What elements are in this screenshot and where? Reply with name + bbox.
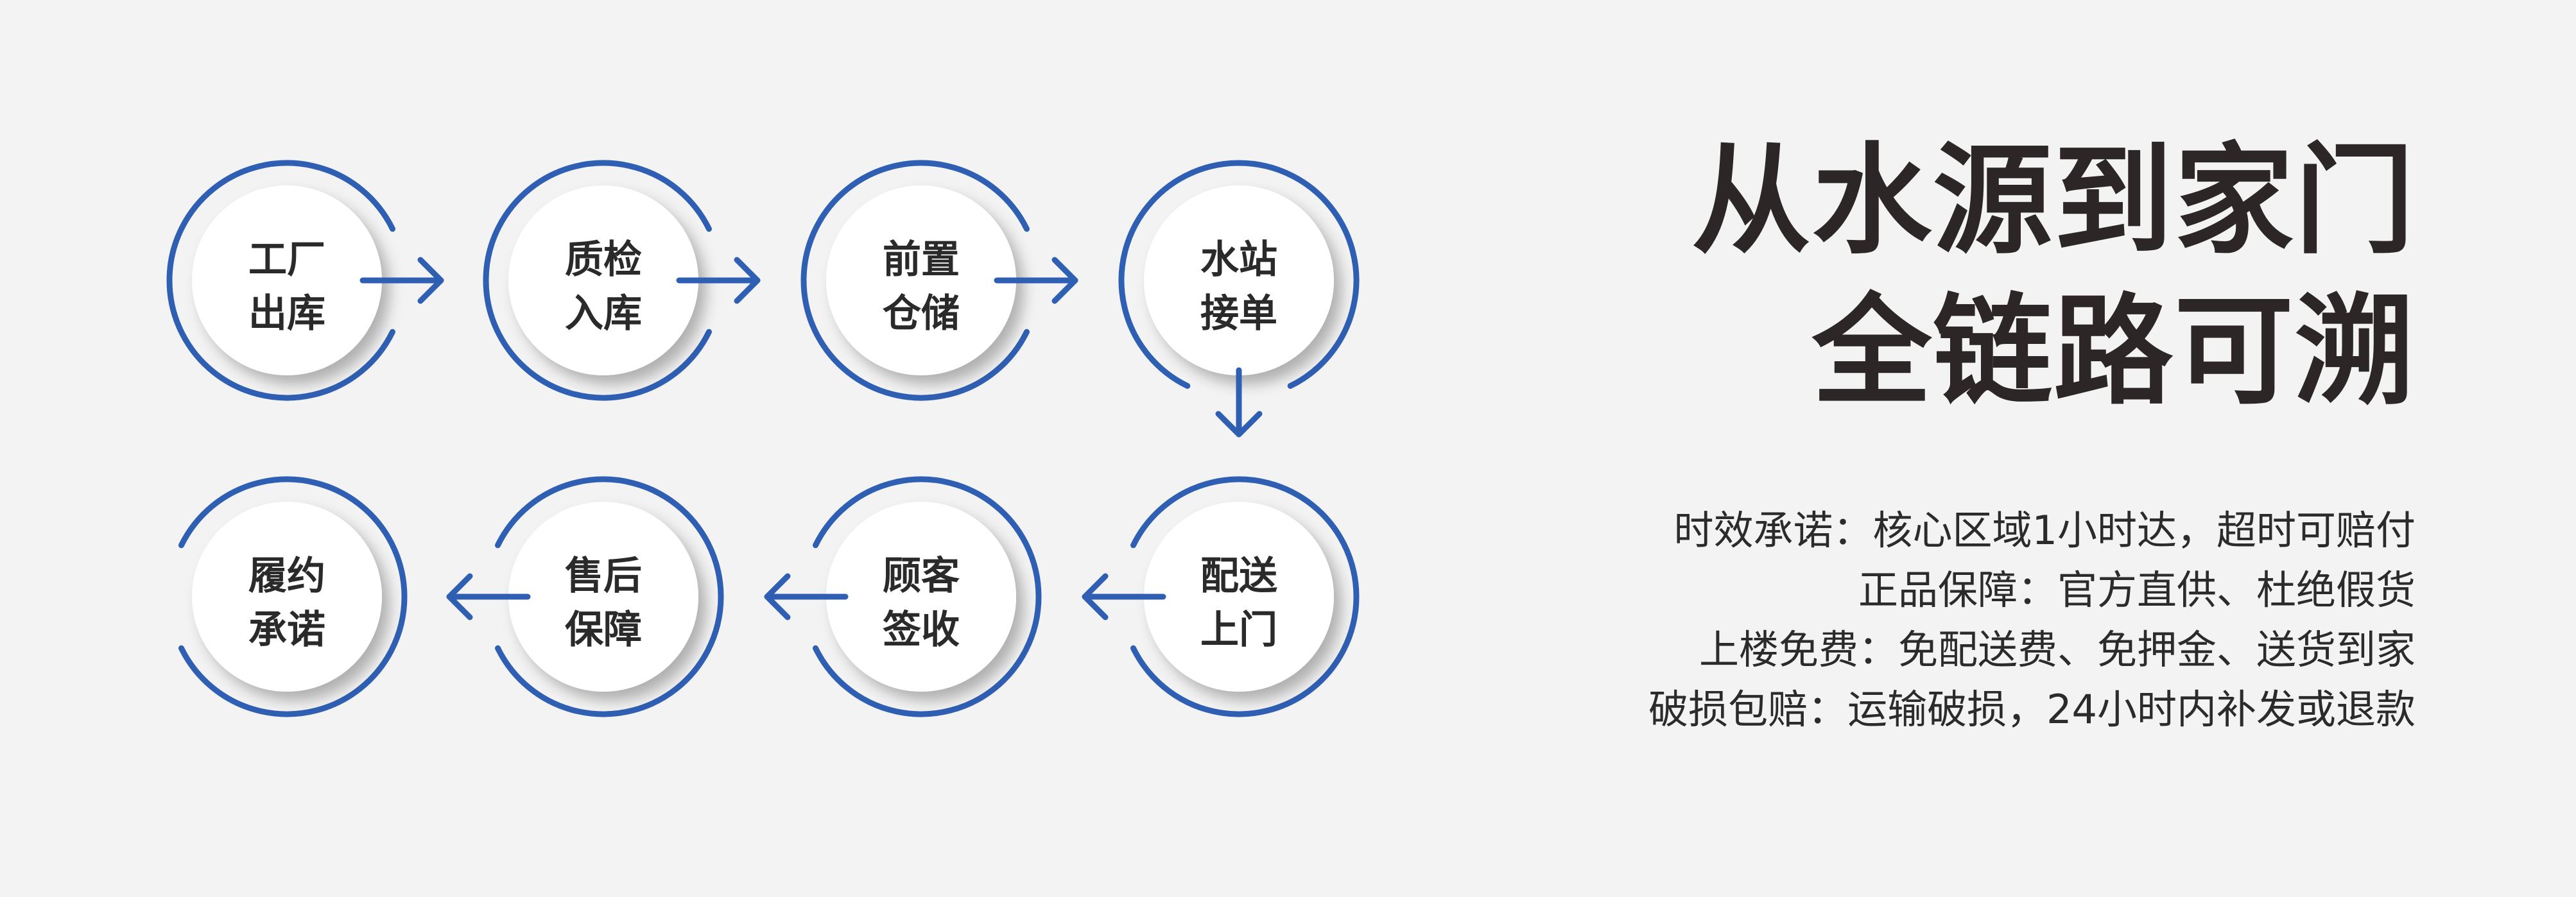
feature-row-authentic: 正品保障：官方直供、杜绝假货 [1648, 560, 2416, 620]
feature-label: 时效承诺： [1673, 507, 1873, 554]
feature-label: 破损包赔： [1648, 686, 1848, 733]
feature-text: 运输破损，24小时内补发或退款 [1847, 686, 2416, 733]
step-circle [1144, 185, 1334, 375]
step-circle [192, 502, 382, 692]
headline: 从水源到家门 全链路可溯 [1691, 125, 2416, 427]
step-label-line-2: 入库 [565, 291, 642, 336]
step-circle [192, 185, 382, 375]
step-circle [508, 185, 698, 375]
flow-arrow-icon [994, 257, 1078, 304]
step-ring [1130, 476, 1360, 717]
step-label-line-2: 接单 [1200, 291, 1277, 336]
feature-text: 核心区域1小时达，超时可赔付 [1872, 507, 2416, 554]
step-label-line-1: 配送 [1200, 554, 1277, 599]
flow-arrow-icon [676, 257, 761, 304]
step-label-line-2: 上门 [1200, 608, 1277, 653]
step-label-line-2: 仓储 [883, 291, 960, 336]
flow-arrow-icon [1082, 573, 1166, 620]
step-circle [508, 502, 698, 692]
feature-text: 官方直供、杜绝假货 [2057, 567, 2416, 613]
feature-label: 上楼免费： [1699, 626, 1898, 673]
step-circle [826, 185, 1016, 375]
headline-line-1: 从水源到家门 [1691, 131, 2416, 270]
step-label-line-2: 承诺 [248, 608, 325, 653]
step-ring [813, 476, 1042, 717]
flow-arrow-icon [1215, 367, 1263, 438]
step-label-line-1: 顾客 [883, 554, 960, 599]
step-label-line-1: 前置 [883, 237, 960, 282]
flow-arrow-icon [446, 573, 531, 620]
headline-line-2: 全链路可溯 [1811, 282, 2416, 421]
flow-arrow-icon [764, 573, 849, 620]
feature-row-timeliness: 时效承诺：核心区域1小时达，超时可赔付 [1648, 500, 2416, 560]
step-label-line-2: 签收 [883, 608, 960, 653]
step-label-line-1: 售后 [565, 554, 642, 599]
flow-arrow-icon [359, 257, 444, 304]
step-ring [166, 160, 395, 401]
step-label-line-1: 工厂 [248, 237, 325, 282]
step-label-line-2: 保障 [565, 608, 642, 653]
step-circle [826, 502, 1016, 692]
step-label-line-1: 履约 [248, 554, 325, 599]
step-label-line-2: 出库 [248, 291, 325, 336]
feature-row-damage-compensation: 破损包赔：运输破损，24小时内补发或退款 [1648, 679, 2416, 739]
feature-list: 时效承诺：核心区域1小时达，超时可赔付 正品保障：官方直供、杜绝假货 上楼免费：… [1648, 500, 2416, 739]
step-label-line-1: 水站 [1200, 237, 1277, 282]
step-ring [1118, 160, 1360, 389]
step-circle [1144, 502, 1334, 692]
feature-label: 正品保障： [1858, 567, 2057, 613]
step-ring [495, 476, 724, 717]
feature-row-free-delivery: 上楼免费：免配送费、免押金、送货到家 [1648, 620, 2416, 679]
step-ring [178, 476, 408, 717]
feature-text: 免配送费、免押金、送货到家 [1897, 626, 2416, 673]
step-ring [483, 160, 712, 401]
step-ring [800, 160, 1030, 401]
step-label-line-1: 质检 [565, 237, 642, 282]
